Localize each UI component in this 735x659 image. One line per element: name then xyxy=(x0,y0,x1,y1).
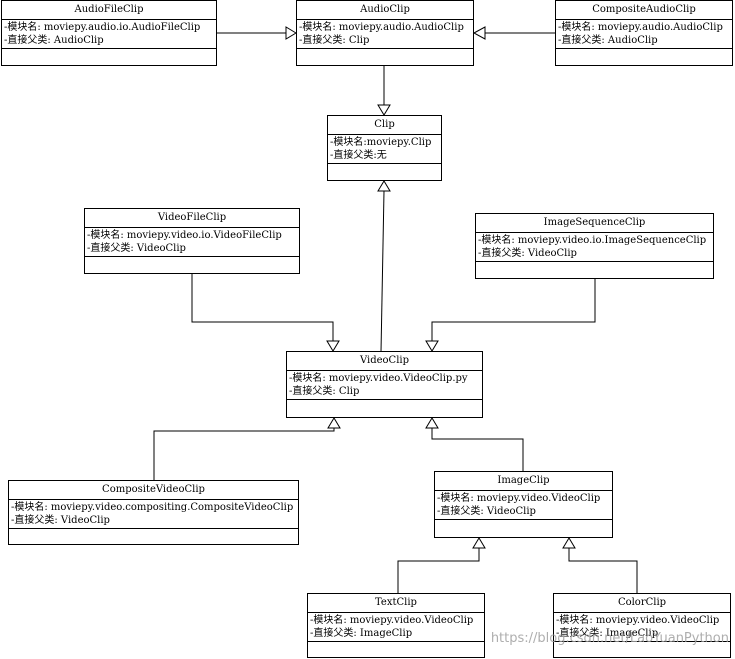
parent-attribute: -直接父类: AudioClip xyxy=(558,35,658,46)
module-attribute: -模块名: moviepy.video.compositing.Composit… xyxy=(11,502,294,513)
class-attributes: -模块名: moviepy.video.io.VideoFileClip -直接… xyxy=(85,228,299,257)
parent-attribute: -直接父类: VideoClip xyxy=(87,243,186,254)
parent-attribute: -直接父类: VideoClip xyxy=(437,506,536,517)
class-attributes: -模块名: moviepy.video.VideoClip -直接父类: Vid… xyxy=(435,491,612,520)
class-attributes: -模块名: moviepy.audio.AudioClip -直接父类: Aud… xyxy=(556,20,732,49)
class-box-imageclip: ImageClip -模块名: moviepy.video.VideoClip … xyxy=(434,471,613,538)
module-attribute: -模块名: moviepy.video.io.VideoFileClip xyxy=(87,230,282,241)
module-attribute: -模块名: moviepy.video.VideoClip xyxy=(556,615,720,626)
module-attribute: -模块名: moviepy.audio.io.AudioFileClip xyxy=(4,22,201,33)
class-name: VideoClip xyxy=(287,352,482,371)
arrowhead-videoclip-bottom-right xyxy=(425,417,439,429)
connector-videofileclip-videoclip xyxy=(191,273,334,341)
parent-attribute: -直接父类: AudioClip xyxy=(4,35,104,46)
connector-imageclip-videoclip xyxy=(431,428,524,471)
class-attributes: -模块名: moviepy.video.io.ImageSequenceClip… xyxy=(476,233,713,262)
arrowhead-clip-top xyxy=(377,104,391,116)
class-attributes: -模块名: moviepy.video.VideoClip -直接父类: Ima… xyxy=(554,613,730,642)
class-box-imagesequenceclip: ImageSequenceClip -模块名: moviepy.video.io… xyxy=(475,213,714,279)
parent-attribute: -直接父类: ImageClip xyxy=(556,628,659,639)
class-name: Clip xyxy=(328,116,441,135)
arrowhead-videoclip-right-top xyxy=(425,340,439,352)
arrowhead-audioclip-right xyxy=(472,26,486,40)
class-name: ColorClip xyxy=(554,594,730,613)
class-box-colorclip: ColorClip -模块名: moviepy.video.VideoClip … xyxy=(553,593,731,658)
class-name: AudioClip xyxy=(297,1,473,20)
class-attributes: -模块名: moviepy.audio.AudioClip -直接父类: Cli… xyxy=(297,20,473,49)
class-box-videoclip: VideoClip -模块名: moviepy.video.VideoClip.… xyxy=(286,351,483,418)
class-name: CompositeAudioClip xyxy=(556,1,732,20)
parent-attribute: -直接父类: Clip xyxy=(289,386,360,397)
arrowhead-imageclip-left xyxy=(472,537,486,549)
module-attribute: -模块名: moviepy.video.io.ImageSequenceClip xyxy=(478,235,707,246)
class-name: ImageClip xyxy=(435,472,612,491)
arrowhead-imageclip-right xyxy=(562,537,576,549)
class-box-clip: Clip -模块名:moviepy.Clip -直接父类:无 xyxy=(327,115,442,181)
module-attribute: -模块名: moviepy.audio.AudioClip xyxy=(299,22,464,33)
module-attribute: -模块名: moviepy.audio.AudioClip xyxy=(558,22,723,33)
class-box-audioclip: AudioClip -模块名: moviepy.audio.AudioClip … xyxy=(296,0,474,66)
arrowhead-clip-bottom xyxy=(377,180,391,192)
parent-attribute: -直接父类: VideoClip xyxy=(478,248,577,259)
class-name: TextClip xyxy=(308,594,484,613)
arrowhead-videoclip-bottom-left xyxy=(327,417,341,429)
module-attribute: -模块名: moviepy.video.VideoClip.py xyxy=(289,373,468,384)
class-attributes: -模块名: moviepy.video.VideoClip -直接父类: Ima… xyxy=(308,613,484,642)
class-attributes: -模块名: moviepy.video.VideoClip.py -直接父类: … xyxy=(287,371,482,400)
class-box-compositevideoclip: CompositeVideoClip -模块名: moviepy.video.c… xyxy=(8,480,299,545)
class-box-videofileclip: VideoFileClip -模块名: moviepy.video.io.Vid… xyxy=(84,208,300,274)
arrowhead-videoclip-left-top xyxy=(326,340,340,352)
parent-attribute: -直接父类: ImageClip xyxy=(310,628,413,639)
watermark: https://blog.csdn.net/LaoYuanPython xyxy=(490,631,729,646)
class-attributes: -模块名: moviepy.audio.io.AudioFileClip -直接… xyxy=(2,20,216,49)
connector-compositevideoclip-videoclip xyxy=(153,428,335,481)
connector-imagesequenceclip-videoclip xyxy=(431,278,596,341)
class-box-textclip: TextClip -模块名: moviepy.video.VideoClip -… xyxy=(307,593,485,658)
class-attributes: -模块名: moviepy.video.compositing.Composit… xyxy=(9,500,298,529)
module-attribute: -模块名: moviepy.video.VideoClip xyxy=(310,615,474,626)
parent-attribute: -直接父类:无 xyxy=(330,150,387,161)
arrowhead-audioclip-left xyxy=(285,26,297,40)
module-attribute: -模块名: moviepy.video.VideoClip xyxy=(437,493,601,504)
class-name: CompositeVideoClip xyxy=(9,481,298,500)
parent-attribute: -直接父类: Clip xyxy=(299,35,370,46)
class-name: AudioFileClip xyxy=(2,1,216,20)
class-box-compositeaudioclip: CompositeAudioClip -模块名: moviepy.audio.A… xyxy=(555,0,733,66)
connector-videoclip-clip xyxy=(380,190,385,353)
class-name: ImageSequenceClip xyxy=(476,214,713,233)
module-attribute: -模块名:moviepy.Clip xyxy=(330,137,432,148)
class-box-audiofileclip: AudioFileClip -模块名: moviepy.audio.io.Aud… xyxy=(1,0,217,66)
parent-attribute: -直接父类: VideoClip xyxy=(11,515,110,526)
class-attributes: -模块名:moviepy.Clip -直接父类:无 xyxy=(328,135,441,164)
connector-textclip-imageclip xyxy=(397,548,480,593)
class-name: VideoFileClip xyxy=(85,209,299,228)
connector-colorclip-imageclip xyxy=(568,548,638,593)
